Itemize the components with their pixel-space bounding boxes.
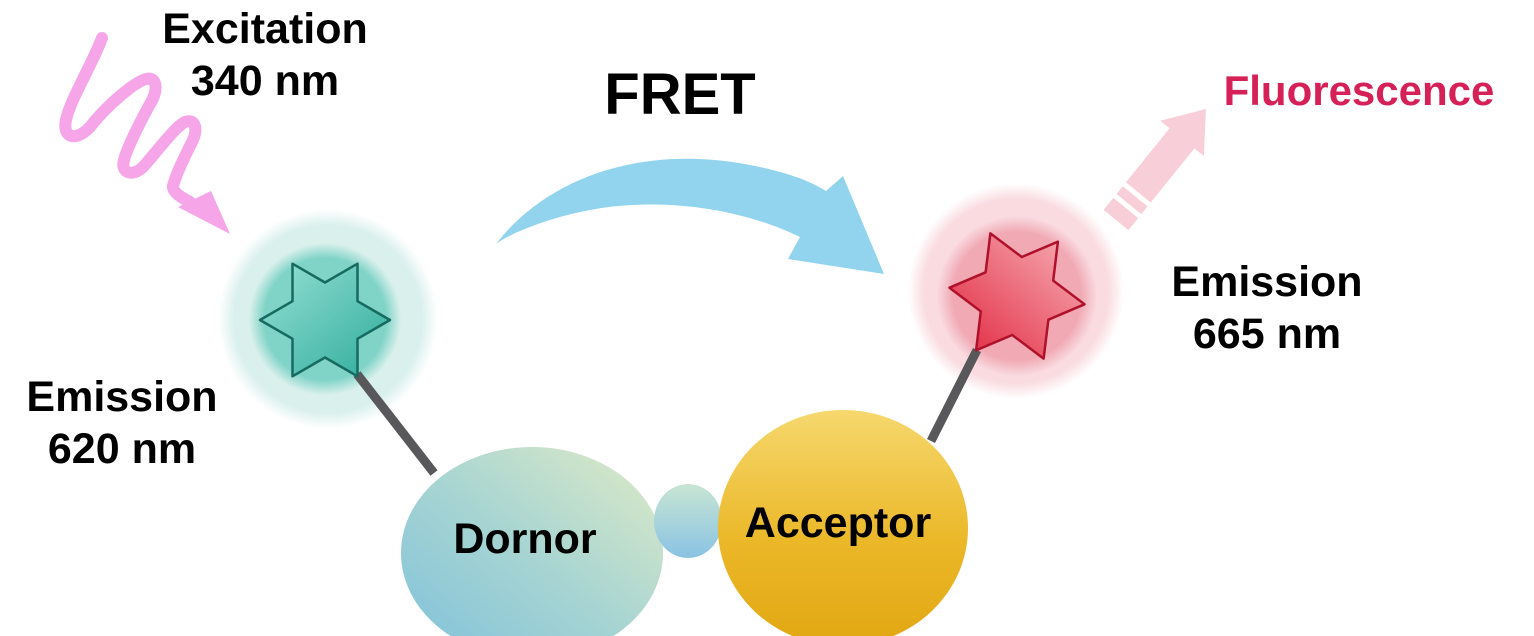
fluorescence-arrow-stripe xyxy=(1118,178,1156,211)
donor-linker-line xyxy=(353,371,438,476)
acceptor-ellipse xyxy=(718,410,968,636)
donor-ellipse xyxy=(401,447,663,636)
fluorescence-label: Fluorescence xyxy=(1223,67,1495,114)
excitation-arrow-icon xyxy=(59,32,230,234)
fluorescence-arrow-icon xyxy=(1103,109,1206,231)
fret-arrow-icon xyxy=(496,158,884,274)
fluorescence-arrow-stripe xyxy=(1108,190,1146,222)
acceptor-emission-line2: 665 nm xyxy=(1192,309,1342,358)
excitation-label-line1: Excitation xyxy=(162,5,368,53)
acceptor-linker-line xyxy=(926,347,982,444)
acceptor-label: Acceptor xyxy=(744,499,932,547)
donor-label: Dornor xyxy=(453,515,597,563)
excitation-label: Excitation 340 nm xyxy=(115,4,415,107)
acceptor-emission-label: Emission 665 nm xyxy=(1117,257,1417,360)
fluorescence-arrow-body xyxy=(1103,109,1206,231)
excitation-squiggle xyxy=(59,32,202,208)
donor-emission-line1: Emission xyxy=(26,373,218,421)
donor-emission-line2: 620 nm xyxy=(47,424,197,473)
excitation-arrowhead xyxy=(178,191,230,234)
connector-ellipse xyxy=(654,484,722,558)
acceptor-emission-line1: Emission xyxy=(1171,258,1363,306)
donor-star-icon xyxy=(258,262,392,378)
excitation-label-line2: 340 nm xyxy=(190,56,340,105)
acceptor-star-icon xyxy=(948,232,1086,360)
fret-label: FRET xyxy=(604,62,756,127)
donor-emission-label: Emission 620 nm xyxy=(0,372,244,475)
